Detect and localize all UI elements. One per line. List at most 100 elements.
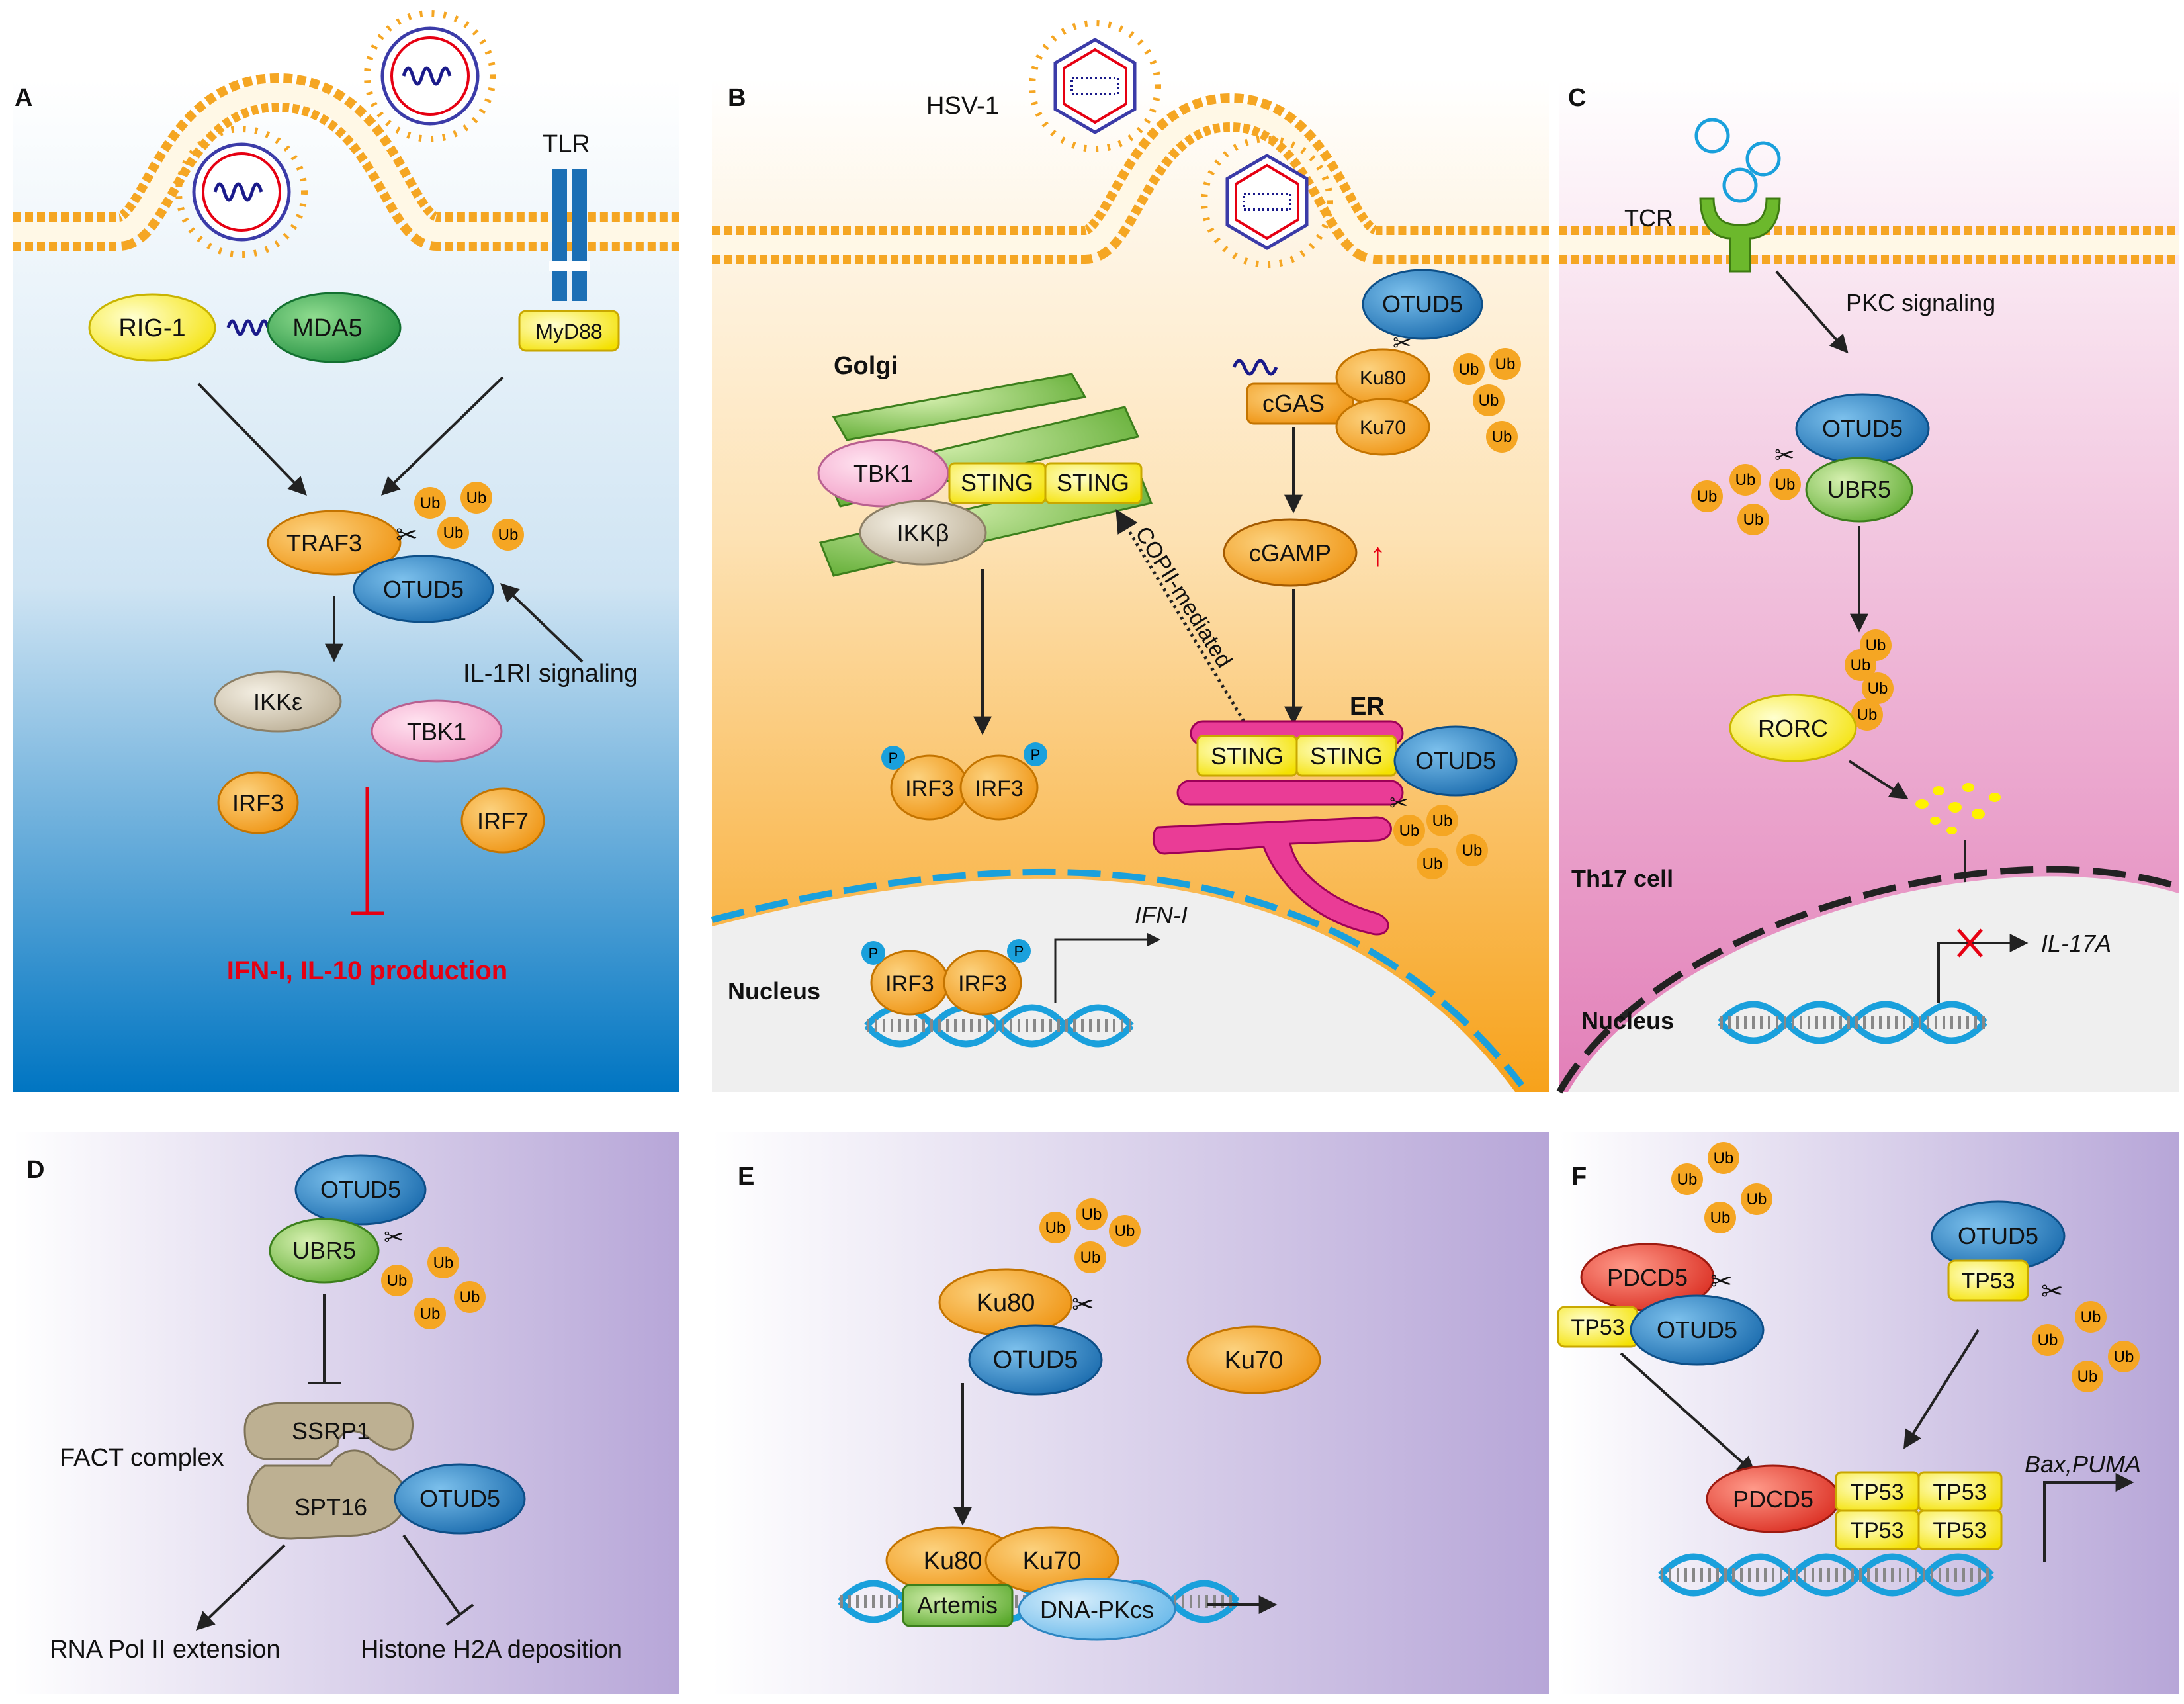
panel-e: E Ub Ub Ub Ub Ku80 ✂ OTUD5 Ku70 Ku80 Ku7… [738,1163,1321,1641]
scissors-icon: ✂ [1072,1290,1094,1320]
pdcd5-label: PDCD5 [1607,1264,1688,1291]
ubiquitin-cluster: Ub Ub Ub Ub [1671,1142,1772,1233]
irf3-dimer: IRF3 IRF3 P P [881,742,1047,821]
fact-complex [243,1402,414,1540]
svg-text:Ub: Ub [420,494,441,512]
scissors-icon: ✂ [1710,1267,1733,1296]
ikke-label: IKKε [253,688,302,715]
transcription-arrow [1937,934,2029,1003]
otud5-label: OTUD5 [383,576,464,603]
hsv-label: HSV-1 [926,92,999,120]
svg-text:TP53: TP53 [1933,1480,1986,1505]
cgas-box [1246,382,1354,425]
otud5-protein [394,1463,526,1535]
svg-text:Ub: Ub [1495,355,1516,373]
traf3-protein [267,510,402,576]
otud5-protein [1362,269,1483,340]
svg-text:P: P [889,750,898,766]
ku70-label: Ku70 [1023,1547,1082,1575]
ubiquitin-cluster: Ub Ub Ub Ub [1039,1198,1141,1273]
ku80-label: Ku80 [1360,367,1406,389]
block-x-icon [1957,928,1983,958]
nuclear-envelope [711,868,1524,1088]
mda5-protein [267,292,402,363]
svg-text:Ub: Ub [1045,1219,1066,1237]
ubr5-protein [269,1218,380,1284]
tcr-receptor [1699,197,1781,273]
svg-text:Ub: Ub [2114,1348,2134,1366]
svg-text:Ub: Ub [1710,1209,1731,1227]
inhibition-bar [308,1294,341,1384]
dnapkcs-label: DNA-PKcs [1040,1596,1154,1623]
svg-text:Ub: Ub [1462,842,1483,860]
svg-text:P: P [869,945,879,962]
panel-a: A TLR MyD88 RIG-1 MDA5 [13,10,679,985]
svg-text:Ub: Ub [2081,1308,2101,1326]
scissors-icon: ✂ [2041,1277,2064,1306]
th17-label: Th17 cell [1571,865,1673,892]
rig1-protein [88,293,216,362]
rig1-label: RIG-1 [118,314,185,342]
svg-text:Ub: Ub [1851,656,1871,674]
dnapkcs-protein [1018,1578,1176,1641]
virus-particle [364,10,496,142]
panel-b: B HSV-1 Golgi TBK1 IKKβ STING STIN [711,20,1549,1092]
inhibition-bar [351,787,384,915]
svg-text:Ub: Ub [1422,855,1443,873]
ku70-label: Ku70 [1225,1347,1284,1374]
sting-label: STING [1310,742,1383,770]
rna-strand [226,319,270,336]
ubiquitin-cluster: Ub Ub Ub Ub [381,1247,486,1329]
ku70-protein [1186,1325,1321,1394]
tbk1-label: TBK1 [853,460,913,487]
svg-text:Ub: Ub [460,1288,480,1306]
arrow [1620,1352,1757,1475]
tcr-label: TCR [1624,204,1673,232]
ubiquitin-cluster: Ub Ub Ub Ub [1845,629,1894,731]
otud5-label: OTUD5 [1382,291,1463,318]
scissors-icon: ✂ [1774,441,1794,469]
svg-text:IRF3: IRF3 [958,971,1007,997]
svg-text:Ub: Ub [1479,392,1499,410]
svg-text:Ub: Ub [1399,822,1420,840]
scissors-icon: ✂ [396,521,418,550]
otud5-protein [1630,1294,1765,1366]
tp53-label: TP53 [1571,1315,1624,1340]
svg-text:IRF3: IRF3 [885,971,934,997]
otud5-protein [1393,725,1518,797]
ubiquitin-cluster: Ub Ub Ub Ub [1691,464,1801,535]
ubiquitin-cluster: Ub Ub Ub Ub [414,482,524,551]
sting-label: STING [1211,742,1284,770]
irf7-label: IRF7 [477,807,529,834]
ubiquitin-cluster: Ub Ub Ub Ub [2032,1301,2140,1392]
panel-d: D OTUD5 UBR5 ✂ Ub Ub Ub Ub FACT complex … [26,1154,622,1664]
otud5-label: OTUD5 [1415,747,1496,774]
svg-text:Ub: Ub [1082,1206,1102,1224]
svg-text:Ub: Ub [1492,428,1512,446]
rorc-label: RORC [1758,715,1828,742]
sting-label: STING [961,469,1033,496]
il1ri-label: IL-1RI signaling [463,660,638,688]
pdcd5-label: PDCD5 [1733,1486,1813,1513]
sting-label: STING [1057,469,1129,496]
tp53-box [1947,1259,2029,1302]
ubr5-label: UBR5 [292,1237,356,1264]
svg-text:Ub: Ub [1735,471,1756,489]
histone-label: Histone H2A deposition [361,1636,622,1664]
arrow [1903,1329,1980,1449]
ikkb-protein [859,500,987,566]
artemis-box [902,1584,1014,1627]
panel-letter: D [26,1156,44,1184]
ku80-label: Ku80 [977,1289,1035,1317]
svg-text:Ub: Ub [2077,1368,2098,1386]
svg-text:Ub: Ub [1677,1171,1698,1188]
svg-text:Ub: Ub [1775,476,1796,494]
ubiquitin-cluster: Ub Ub Ub Ub [1393,805,1488,879]
svg-text:Ub: Ub [466,489,487,507]
nuclear-envelope [1556,866,2180,1094]
svg-text:Ub: Ub [1432,812,1453,830]
svg-text:TP53: TP53 [1933,1518,1986,1543]
ubr5-protein [1805,457,1913,523]
svg-text:TP53: TP53 [1850,1518,1903,1543]
ikke-protein [214,670,342,733]
